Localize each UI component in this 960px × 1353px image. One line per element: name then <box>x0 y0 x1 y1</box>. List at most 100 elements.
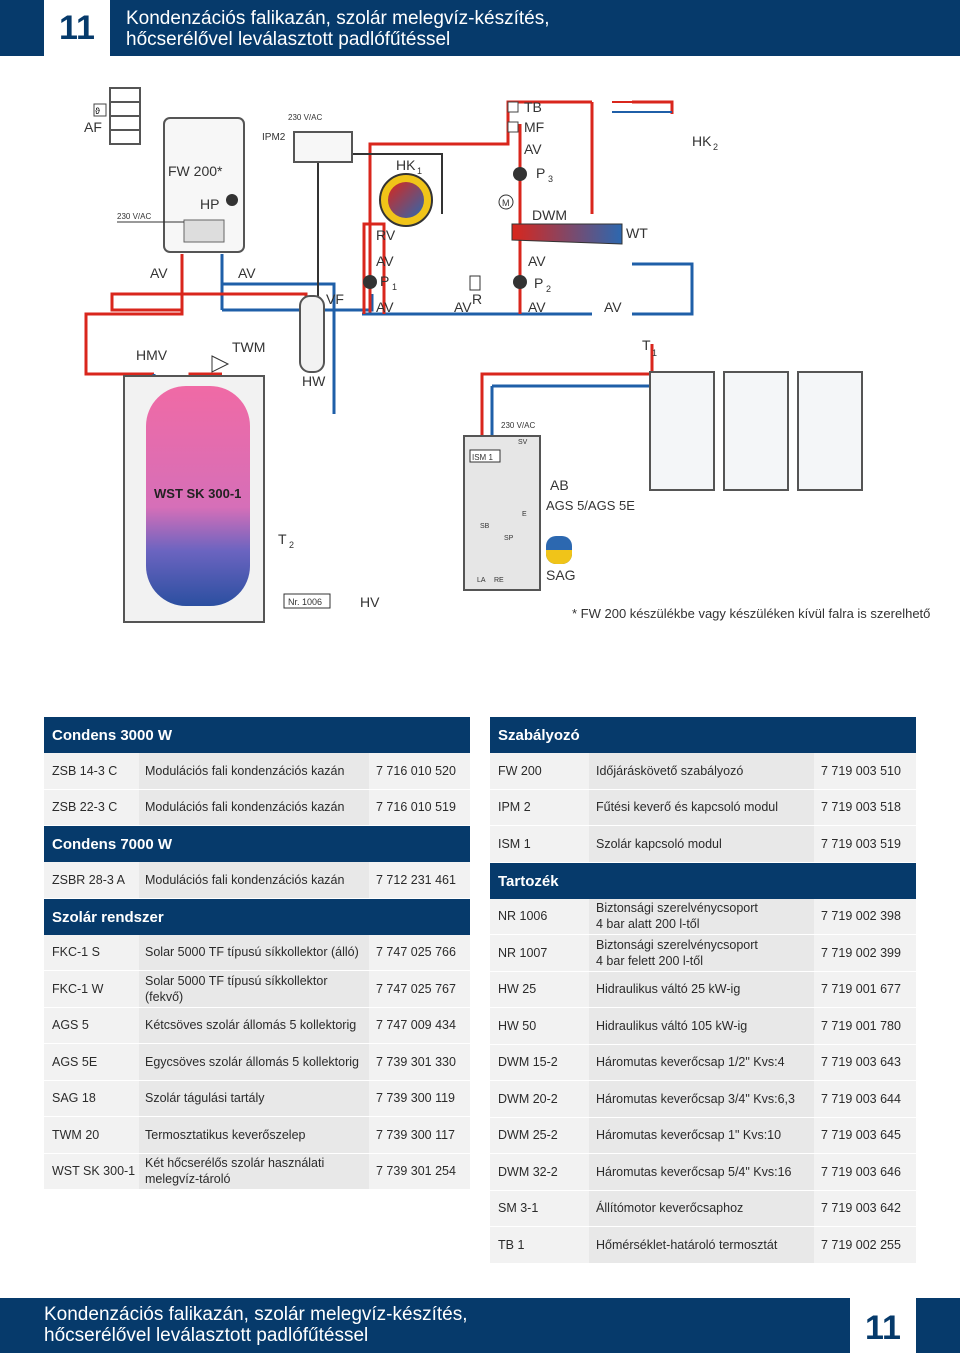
product-code: ZSB 14-3 C <box>44 753 139 789</box>
sag-vessel: SAG <box>546 536 576 583</box>
order-number: 7 739 301 254 <box>369 1153 470 1189</box>
label-ags: AGS 5/AGS 5E <box>546 498 635 513</box>
order-number: 7 719 002 399 <box>814 935 916 971</box>
product-description: Hőmérséklet-határoló termosztát <box>589 1227 814 1263</box>
description-line-1: Időjáráskövető szabályozó <box>596 763 744 778</box>
label-ab: AB <box>550 477 569 493</box>
product-code: HW 25 <box>490 971 589 1007</box>
order-number: 7 719 003 645 <box>814 1117 916 1153</box>
label-re: RE <box>494 577 504 584</box>
footer-title-line-1: Kondenzációs falikazán, szolár melegvíz-… <box>44 1304 468 1325</box>
label-av-r: AV <box>454 299 472 315</box>
section-header: Condens 7000 W <box>44 826 470 862</box>
description-line-1: Háromutas keverőcsap 1" Kvs:10 <box>596 1128 782 1143</box>
hmv-twm: HMV TWM <box>136 339 265 373</box>
order-number: 7 719 001 677 <box>814 971 916 1007</box>
order-number: 7 739 301 330 <box>369 1044 470 1080</box>
svg-text:1: 1 <box>392 282 397 292</box>
description-line-1: Két hőcserélős szolár használati <box>145 1156 325 1171</box>
label-tb: TB <box>524 99 542 115</box>
page-footer: Kondenzációs falikazán, szolár melegvíz-… <box>0 1298 960 1353</box>
order-number: 7 719 003 643 <box>814 1044 916 1080</box>
ipm2-module: IPM2 230 V/AC <box>262 113 353 163</box>
product-description: Modulációs fali kondenzációs kazán <box>139 862 369 898</box>
product-code: SM 3-1 <box>490 1190 589 1226</box>
footnote: * FW 200 készülékbe vagy készüléken kívü… <box>572 606 931 621</box>
product-code: DWM 20-2 <box>490 1081 589 1117</box>
label-230v-ipm2: 230 V/AC <box>288 113 322 122</box>
boiler-valves: AV AV <box>150 265 256 281</box>
svg-text:3: 3 <box>548 174 553 184</box>
page-header: 11 Kondenzációs falikazán, szolár melegv… <box>0 0 960 56</box>
table-row: ZSB 14-3 C Modulációs fali kondenzációs k… <box>44 753 470 790</box>
label-230v-ism: 230 V/AC <box>501 421 535 430</box>
label-rv: RV <box>376 227 396 243</box>
product-code: ZSBR 28-3 A <box>44 862 139 898</box>
order-number: 7 719 003 518 <box>814 789 916 825</box>
product-description: Szolár tágulási tartály <box>139 1080 369 1116</box>
product-code: FKC-1 W <box>44 971 139 1007</box>
pump-column-right: AV P 2 AV AV <box>513 253 622 315</box>
hk1-heat-exchanger: HK 1 <box>379 157 433 227</box>
description-line-1: Modulációs fali kondenzációs kazán <box>145 763 345 778</box>
tb-mf-sensors: TB MF AV P 3 <box>507 99 553 184</box>
footer-chapter-number: 11 <box>850 1298 916 1353</box>
product-description: Időjáráskövető szabályozó <box>589 753 814 789</box>
description-line-1: Háromutas keverőcsap 5/4" Kvs:16 <box>596 1164 792 1179</box>
description-line-1: Szolár kapcsoló modul <box>596 836 722 851</box>
description-line-1: Hidraulikus váltó 25 kW-ig <box>596 982 741 997</box>
order-number: 7 719 001 780 <box>814 1008 916 1044</box>
description-line-2: 4 bar felett 200 l-től <box>596 953 704 968</box>
product-description: Háromutas keverőcsap 5/4" Kvs:16 <box>589 1154 814 1190</box>
p1-pump-icon <box>363 275 377 289</box>
label-hw: HW <box>302 373 326 389</box>
product-code: NR 1006 <box>490 898 589 934</box>
order-number: 7 716 010 520 <box>369 753 470 789</box>
description-line-1: Állítómotor keverőcsaphoz <box>596 1201 744 1216</box>
svg-text:2: 2 <box>713 142 718 152</box>
label-vf: VF <box>326 291 344 307</box>
description-line-1: Modulációs fali kondenzációs kazán <box>145 800 345 815</box>
footer-title-line-2: hőcserélővel leválasztott padlófűtéssel <box>44 1325 369 1346</box>
label-hv: HV <box>360 594 380 610</box>
product-description: Fűtési keverő és kapcsoló modul <box>589 789 814 825</box>
label-r: R <box>472 291 482 307</box>
label-wt: WT <box>626 225 648 241</box>
label-sv: SV <box>518 439 528 446</box>
af-sensor: ϑ AF <box>84 87 141 145</box>
product-code: DWM 32-2 <box>490 1154 589 1190</box>
description-line-1: Háromutas keverőcsap 1/2" Kvs:4 <box>596 1055 785 1070</box>
chapter-number: 11 <box>44 0 110 56</box>
product-description: Solar 5000 TF típusú síkkollektor (álló) <box>139 934 369 970</box>
hydraulic-separator: VF HW <box>299 291 344 389</box>
label-t1: T <box>642 337 651 353</box>
order-number: 7 719 003 646 <box>814 1154 916 1190</box>
dwm-mixer: M DWM WT <box>498 194 648 245</box>
product-code: WST SK 300-1 <box>44 1153 139 1189</box>
label-p2: P <box>534 275 543 291</box>
order-number: 7 719 003 642 <box>814 1190 916 1226</box>
description-line-1: Kétcsöves szolár állomás 5 kollektorig <box>145 1018 357 1033</box>
label-af: AF <box>84 119 102 135</box>
product-code: SAG 18 <box>44 1080 139 1116</box>
label-hk2: HK <box>692 133 712 149</box>
description-line-2: 4 bar alatt 200 l-től <box>596 917 700 932</box>
hk2-circuit: HK 2 <box>612 101 718 152</box>
label-wst: WST SK 300-1 <box>154 486 241 501</box>
order-number: 7 739 300 119 <box>369 1080 470 1116</box>
label-230v-boiler: 230 V/AC <box>117 212 151 221</box>
p3-pump-icon <box>513 167 527 181</box>
section-header: Szolár rendszer <box>44 898 470 935</box>
page-title-line-1: Kondenzációs falikazán, szolár melegvíz-… <box>126 8 550 29</box>
storage-tank: WST SK 300-1 T 2 Nr. 1006 HV <box>123 375 380 623</box>
